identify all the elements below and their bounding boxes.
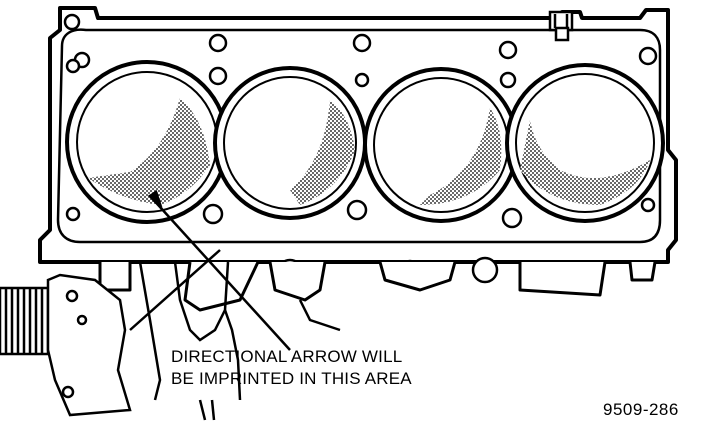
crankshaft-gear [0, 273, 132, 417]
gasket-outline [56, 28, 662, 244]
leader-line-to-skirt [129, 249, 221, 331]
lower-block [98, 261, 657, 312]
callout-line-1: DIRECTIONAL ARROW WILL [171, 347, 403, 366]
callout-label: DIRECTIONAL ARROW WILL BE IMPRINTED IN T… [171, 346, 412, 390]
cylinder-bores [65, 60, 665, 224]
leader-line-to-bore [149, 195, 291, 351]
lower-housing-lines [138, 261, 341, 421]
leader-lines [129, 190, 291, 351]
sensor-fitting [548, 10, 574, 42]
figure-id: 9509-286 [603, 400, 679, 419]
callout-line-2: BE IMPRINTED IN THIS AREA [171, 369, 412, 388]
